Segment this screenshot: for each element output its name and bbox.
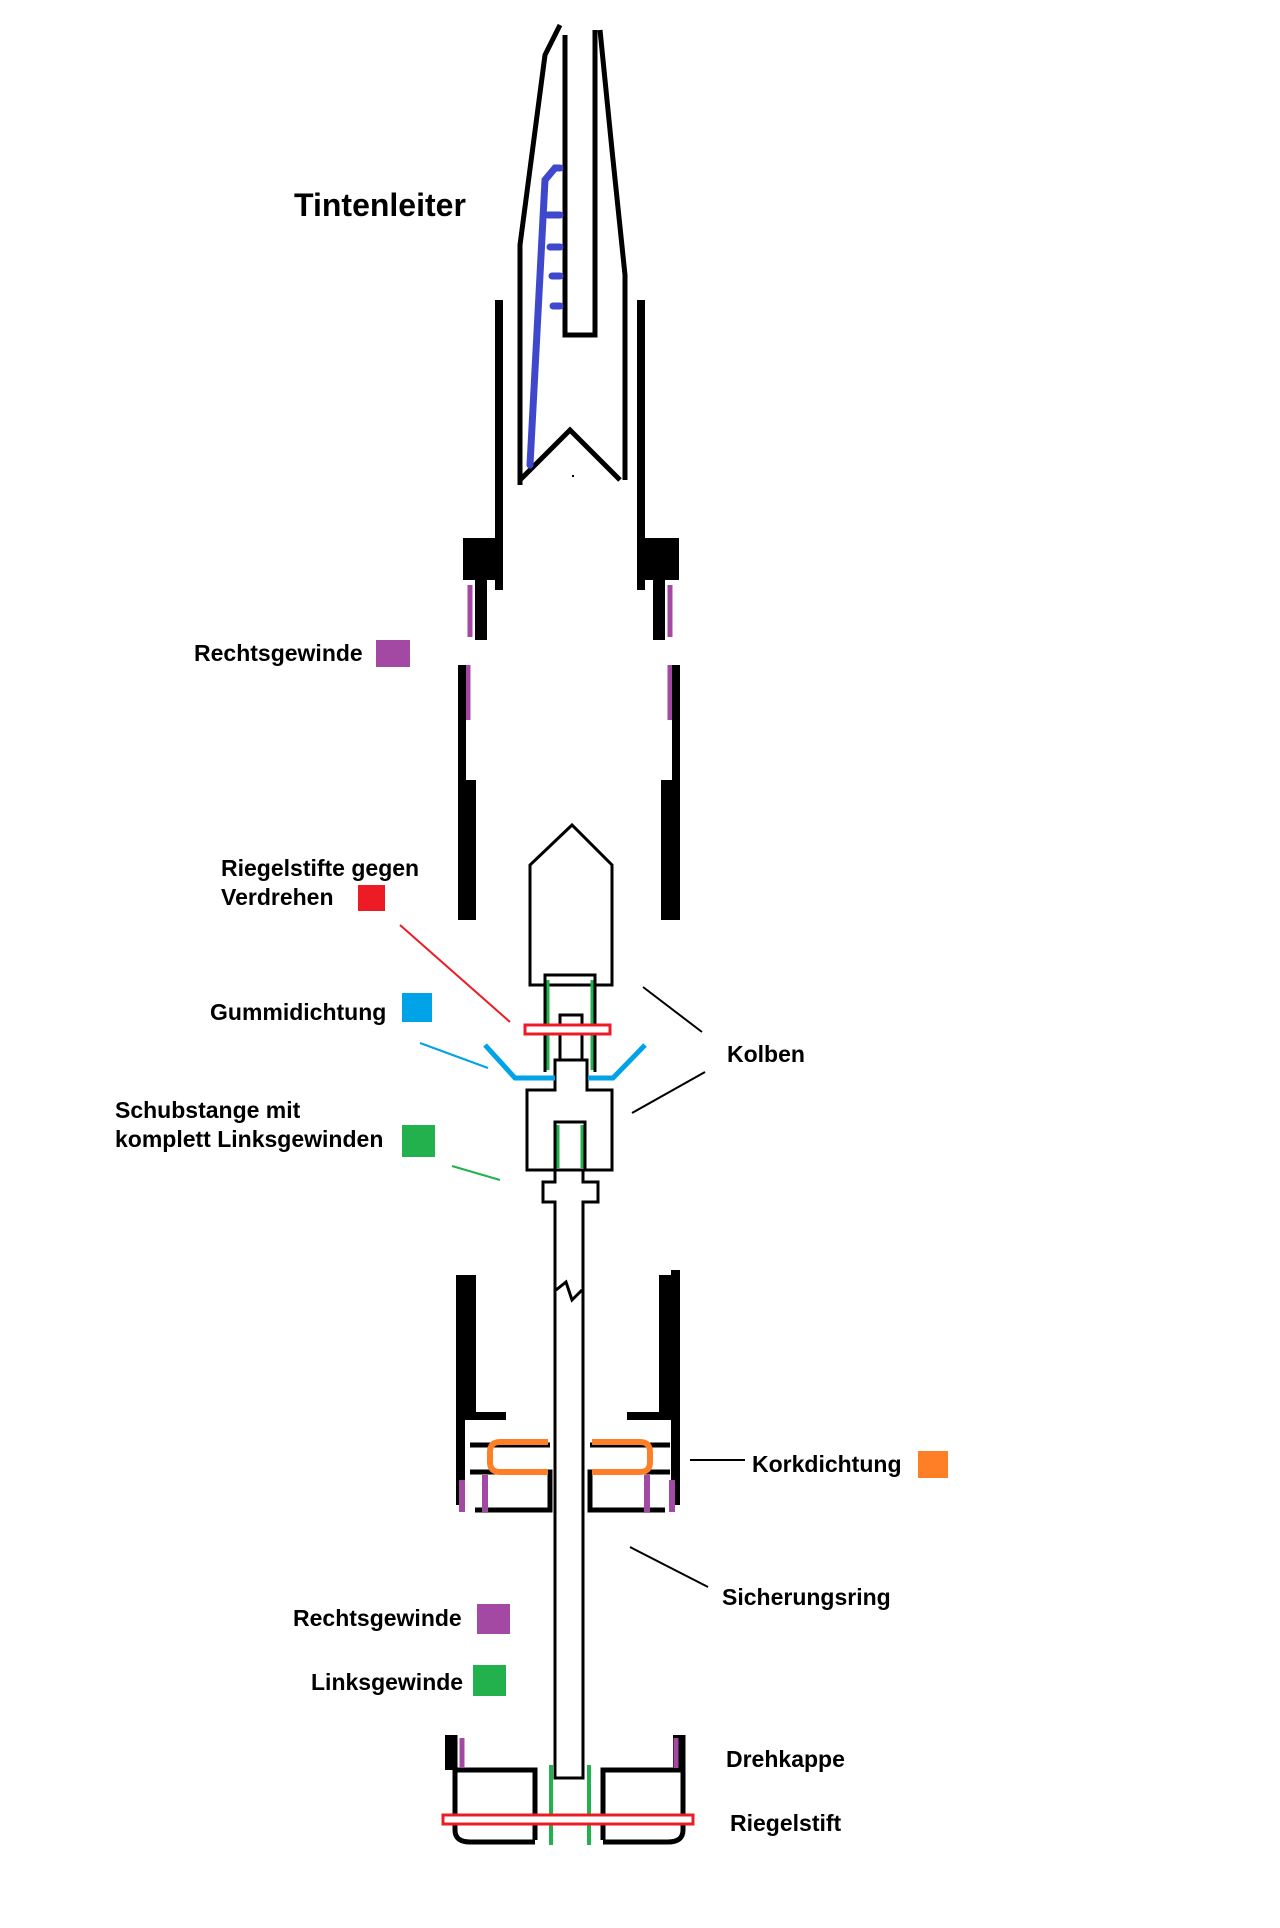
swatch-korkdichtung — [918, 1451, 948, 1478]
label-riegelstifte-line1: Riegelstifte gegen — [221, 855, 419, 881]
legend-swatches — [358, 640, 948, 1696]
barrel-upper — [458, 665, 680, 920]
piston-base — [525, 1058, 614, 1172]
piston — [525, 822, 614, 1780]
diagram-title: Tintenleiter — [294, 187, 466, 223]
right-thread-upper — [465, 585, 673, 720]
swatch-rechtsgewinde-top — [376, 640, 410, 667]
rubber-seal — [483, 1043, 647, 1081]
label-riegelstift: Riegelstift — [730, 1810, 842, 1836]
nib-outline — [517, 23, 563, 485]
nib-section — [463, 23, 679, 640]
right-thread-cap — [459, 1738, 679, 1768]
left-thread-cap — [549, 1765, 591, 1845]
swatch-linksgewinde — [473, 1665, 506, 1696]
ink-conductor — [526, 164, 564, 469]
label-rechtsgewinde-top: Rechtsgewinde — [194, 640, 363, 666]
locking-pin-piston — [523, 1023, 612, 1036]
cork-seal — [487, 1439, 653, 1475]
label-schubstange-line2: komplett Linksgewinden — [115, 1126, 383, 1152]
nib-chevron — [518, 426, 622, 482]
swatch-gummidichtung — [402, 993, 432, 1022]
label-kolben: Kolben — [727, 1041, 805, 1067]
barrel-lower — [456, 1270, 680, 1505]
swatch-schubstange — [402, 1125, 435, 1157]
label-sicherungsring: Sicherungsring — [722, 1584, 891, 1610]
locking-pin-cap — [441, 1813, 695, 1826]
label-gummidichtung: Gummidichtung — [210, 999, 386, 1025]
label-schubstange-line1: Schubstange mit — [115, 1097, 301, 1123]
push-rod — [541, 1168, 600, 1780]
label-korkdichtung: Korkdichtung — [752, 1451, 902, 1477]
piston-head — [528, 822, 614, 987]
feed-outline — [562, 30, 598, 338]
label-drehkappe: Drehkappe — [726, 1746, 845, 1772]
label-rechtsgewinde-bottom: Rechtsgewinde — [293, 1605, 462, 1631]
swatch-riegelstifte — [358, 885, 385, 911]
label-riegelstifte-line2: Verdrehen — [221, 884, 334, 910]
swatch-rechtsgewinde-bottom — [477, 1604, 510, 1634]
label-linksgewinde: Linksgewinde — [311, 1669, 463, 1695]
leader-lines — [399, 924, 745, 1588]
right-thread-lower — [459, 1475, 675, 1512]
